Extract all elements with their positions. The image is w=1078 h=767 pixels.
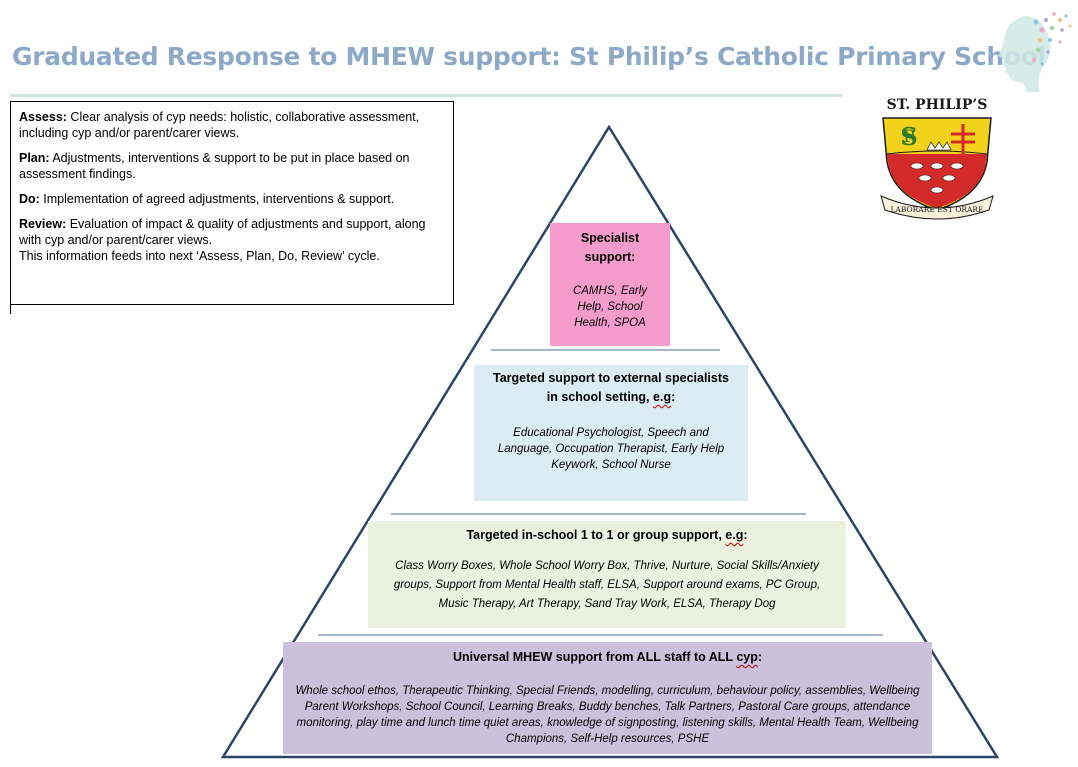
title-divider [10,94,842,97]
plan-paragraph: Plan: Adjustments, interventions & suppo… [19,150,445,182]
review-note: This information feeds into next ‘Assess… [19,249,380,263]
review-paragraph: Review: Evaluation of impact & quality o… [19,216,445,264]
in-school-heading-eg: e.g [725,528,744,542]
svg-text:S: S [900,122,917,151]
do-text: Implementation of agreed adjustments, in… [39,192,395,206]
page-title: Graduated Response to MHEW support: St P… [12,42,1046,71]
do-label: Do: [19,192,40,206]
universal-services: Whole school ethos, Therapeutic Thinking… [295,685,920,745]
specialist-services: CAMHS, Early Help, School Health, SPOA [572,285,648,329]
tier-specialist-support: Specialist support: CAMHS, Early Help, S… [550,223,670,346]
tier-universal-support: Universal MHEW support from ALL staff to… [283,642,932,754]
external-services: Educational Psychologist, Speech and Lan… [497,427,725,471]
do-paragraph: Do: Implementation of agreed adjustments… [19,191,445,207]
specialist-heading: Specialist support: [580,231,640,264]
in-school-services: Class Worry Boxes, Whole School Worry Bo… [393,560,821,610]
svg-text:P: P [903,127,914,147]
tier-in-school-support: Targeted in-school 1 to 1 or group suppo… [368,521,846,628]
assess-paragraph: Assess: Clear analysis of cyp needs: hol… [19,109,445,141]
assess-plan-do-review-box: Assess: Clear analysis of cyp needs: hol… [10,101,454,305]
external-heading-text: Targeted support to external specialists… [493,371,729,404]
text-cursor [10,296,11,314]
pyramid-outline [220,124,1000,759]
plan-text: Adjustments, interventions & support to … [19,151,410,181]
external-heading: Targeted support to external specialists… [486,369,736,407]
universal-heading-colon: : [757,650,763,664]
mental-health-head-graphic [998,12,1072,92]
external-heading-colon: : [671,390,676,404]
assess-text: Clear analysis of cyp needs: holistic, c… [19,110,420,140]
external-heading-eg: e.g [653,390,672,404]
crest-motto: LABORARE EST ORARE [890,205,983,214]
review-label: Review: [19,217,67,231]
universal-heading-text: Universal MHEW support from ALL staff to… [452,650,737,664]
plan-label: Plan: [19,151,50,165]
assess-label: Assess: [19,110,67,124]
in-school-heading-text: Targeted in-school 1 to 1 or group suppo… [466,528,726,542]
school-crest-logo: ST. PHILIP’S S P LABORARE EST ORARE [880,97,994,220]
in-school-heading-colon: : [743,528,748,542]
review-text: Evaluation of impact & quality of adjust… [19,217,426,247]
universal-heading: Universal MHEW support from ALL staff to… [293,648,922,667]
crest-school-name: ST. PHILIP’S [887,97,988,113]
tier-external-specialists: Targeted support to external specialists… [474,365,748,501]
in-school-heading: Targeted in-school 1 to 1 or group suppo… [380,526,834,545]
universal-heading-cyp: cyp [736,650,758,664]
